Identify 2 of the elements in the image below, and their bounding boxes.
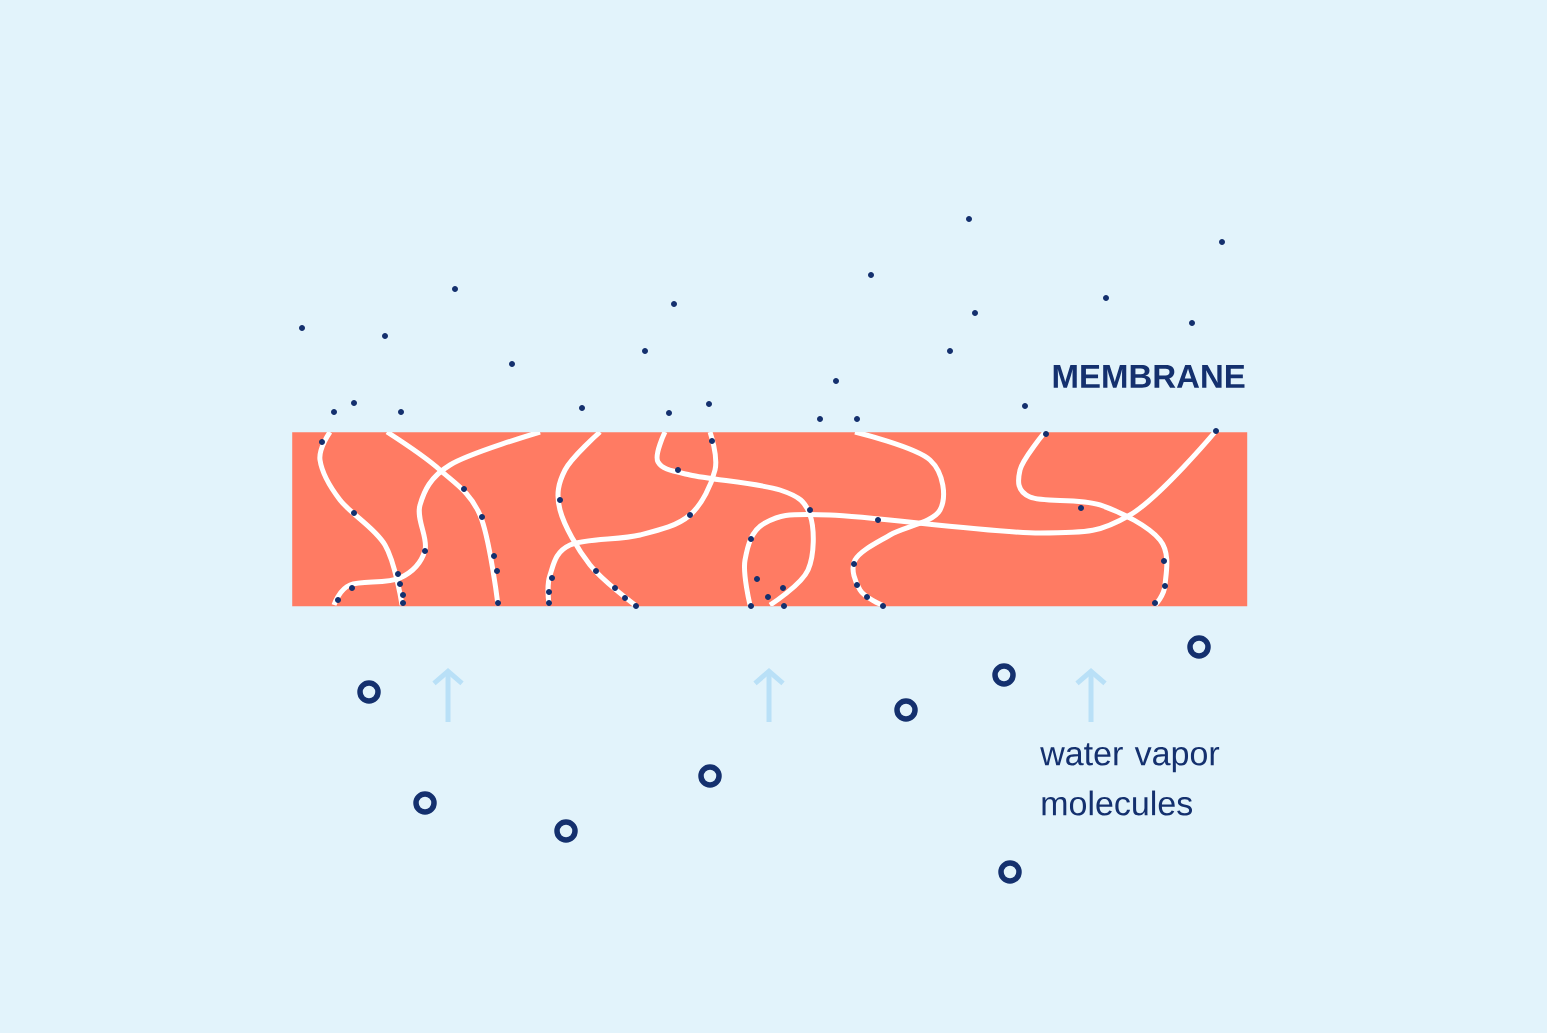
membrane-label: MEMBRANE: [1053, 365, 1245, 388]
molecule-label: water vapor molecules: [1040, 743, 1220, 816]
